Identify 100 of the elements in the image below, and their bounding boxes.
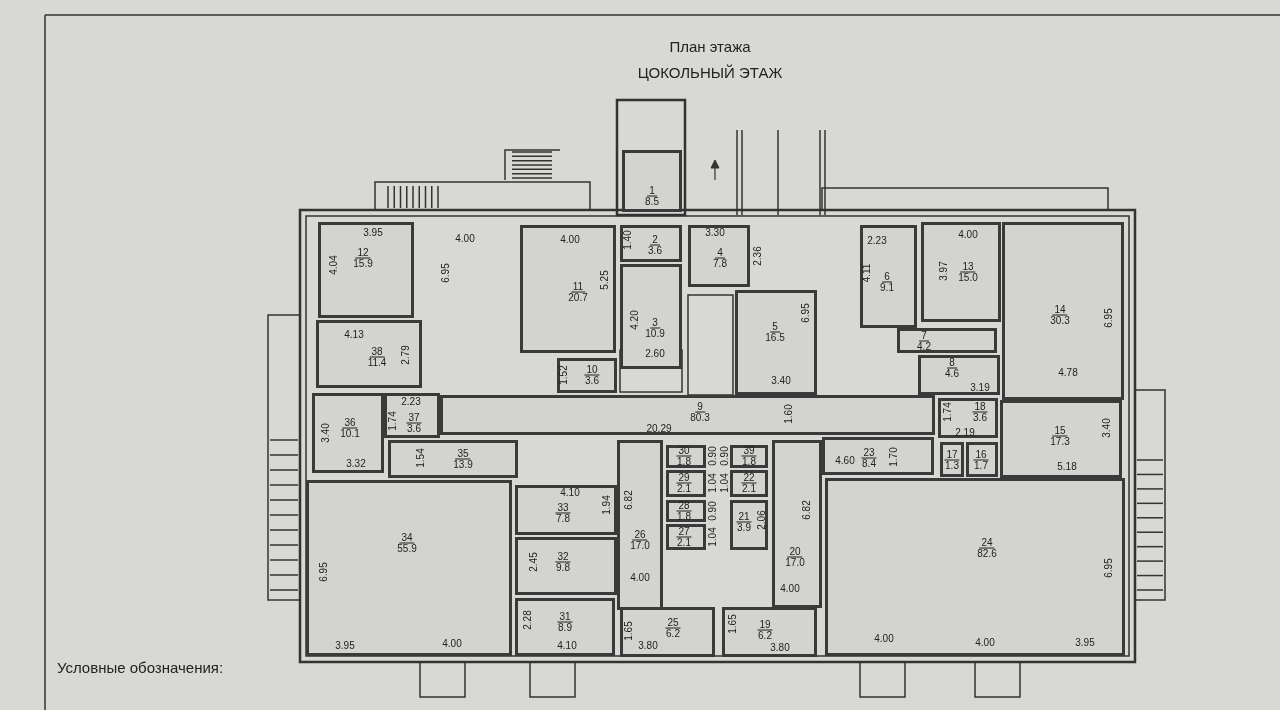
room-number: 18 xyxy=(972,401,988,413)
dimension-label: 0.90 xyxy=(718,446,730,466)
room-number: 27 xyxy=(676,526,692,538)
room xyxy=(722,607,817,657)
dimension-label: 5.25 xyxy=(598,270,610,290)
room-number: 30 xyxy=(676,445,692,457)
room-number: 26 xyxy=(632,529,648,541)
room-number: 38 xyxy=(369,346,385,358)
room-number: 7 xyxy=(919,330,929,342)
room xyxy=(620,225,682,262)
dimension-label: 1.40 xyxy=(621,230,633,250)
room-number: 28 xyxy=(676,500,692,512)
room-area: 1.3 xyxy=(945,460,959,471)
dimension-label: 2.45 xyxy=(527,552,539,572)
room-number: 20 xyxy=(787,546,803,558)
dimension-label: 4.10 xyxy=(560,486,580,498)
dimension-label: 3.95 xyxy=(363,226,383,238)
room-number: 32 xyxy=(555,551,571,563)
room xyxy=(1002,222,1124,400)
room xyxy=(940,442,964,477)
room-area: 11.4 xyxy=(367,357,387,368)
room-area: 8.9 xyxy=(558,622,572,633)
dimension-label: 1.65 xyxy=(726,614,738,634)
room-number: 15 xyxy=(1052,425,1068,437)
room-area: 13.9 xyxy=(453,459,473,470)
room xyxy=(617,440,663,610)
room xyxy=(520,225,616,353)
room-number: 23 xyxy=(861,447,877,459)
dimension-label: 4.00 xyxy=(442,637,462,649)
room-area: 3.6 xyxy=(973,412,987,423)
room-area: 80.3 xyxy=(690,412,710,423)
dimension-label: 4.10 xyxy=(557,639,577,651)
room-number: 14 xyxy=(1052,304,1068,316)
room-area: 1.8 xyxy=(677,511,691,522)
dimension-label: 1.04 xyxy=(706,527,718,547)
room-area: 55.9 xyxy=(397,543,417,554)
room-number: 36 xyxy=(342,417,358,429)
room xyxy=(316,320,422,388)
dimension-label: 1.04 xyxy=(706,473,718,493)
room xyxy=(822,437,934,475)
room-number: 33 xyxy=(555,502,571,514)
room-area: 16.5 xyxy=(765,332,785,343)
room xyxy=(966,442,998,477)
dimension-label: 5.18 xyxy=(1057,460,1077,472)
dimension-label: 3.97 xyxy=(937,261,949,281)
room xyxy=(306,480,512,656)
room-number: 8 xyxy=(947,357,957,369)
room xyxy=(730,445,768,468)
room-area: 2.1 xyxy=(742,483,756,494)
dimension-label: 6.95 xyxy=(317,562,329,582)
room xyxy=(1000,400,1122,478)
room-area: 17.3 xyxy=(1050,436,1070,447)
room xyxy=(515,598,615,656)
room-number: 4 xyxy=(715,247,725,259)
room xyxy=(440,395,935,435)
dimension-label: 6.82 xyxy=(622,490,634,510)
floor-heading: ЦОКОЛЬНЫЙ ЭТАЖ xyxy=(637,63,783,81)
room-number: 16 xyxy=(973,449,989,461)
room xyxy=(921,222,1001,322)
dimension-label: 2.23 xyxy=(867,234,887,246)
room xyxy=(730,500,768,550)
room-area: 9.1 xyxy=(880,282,894,293)
dimension-label: 3.40 xyxy=(319,423,331,443)
room-area: 20.7 xyxy=(568,292,588,303)
room xyxy=(938,398,998,438)
room-number: 25 xyxy=(665,617,681,629)
room-area: 4.2 xyxy=(917,341,931,352)
room-area: 1.8 xyxy=(742,456,756,467)
dimension-label: 6.82 xyxy=(800,500,812,520)
plan-title: План этажа xyxy=(668,38,752,55)
room-area: 8.5 xyxy=(645,196,659,207)
room-area: 2.1 xyxy=(677,537,691,548)
room-number: 29 xyxy=(676,472,692,484)
dimension-label: 4.00 xyxy=(455,232,475,244)
dimension-label: 3.40 xyxy=(1100,418,1112,438)
room-number: 9 xyxy=(695,401,705,413)
dimension-label: 3.95 xyxy=(1075,636,1095,648)
room-number: 17 xyxy=(944,449,960,461)
room xyxy=(772,440,822,608)
room-area: 10.1 xyxy=(340,428,360,439)
room xyxy=(312,393,384,473)
dimension-label: 1.04 xyxy=(718,473,730,493)
room-area: 6.2 xyxy=(758,630,772,641)
dimension-label: 4.00 xyxy=(780,582,800,594)
room-number: 35 xyxy=(455,448,471,460)
room-area: 1.7 xyxy=(974,460,988,471)
room xyxy=(897,328,997,353)
room-area: 7.8 xyxy=(713,258,727,269)
room-area: 4.6 xyxy=(945,368,959,379)
dimension-label: 2.79 xyxy=(399,345,411,365)
dimension-label: 3.30 xyxy=(705,226,725,238)
dimension-label: 2.06 xyxy=(755,510,767,530)
room-area: 9.8 xyxy=(556,562,570,573)
dimension-label: 4.00 xyxy=(975,636,995,648)
dimension-label: 1.94 xyxy=(600,495,612,515)
room-area: 3.6 xyxy=(407,423,421,434)
room-number: 5 xyxy=(770,321,780,333)
dimension-label: 4.13 xyxy=(344,328,364,340)
room-number: 37 xyxy=(406,412,422,424)
dimension-label: 3.19 xyxy=(970,381,990,393)
